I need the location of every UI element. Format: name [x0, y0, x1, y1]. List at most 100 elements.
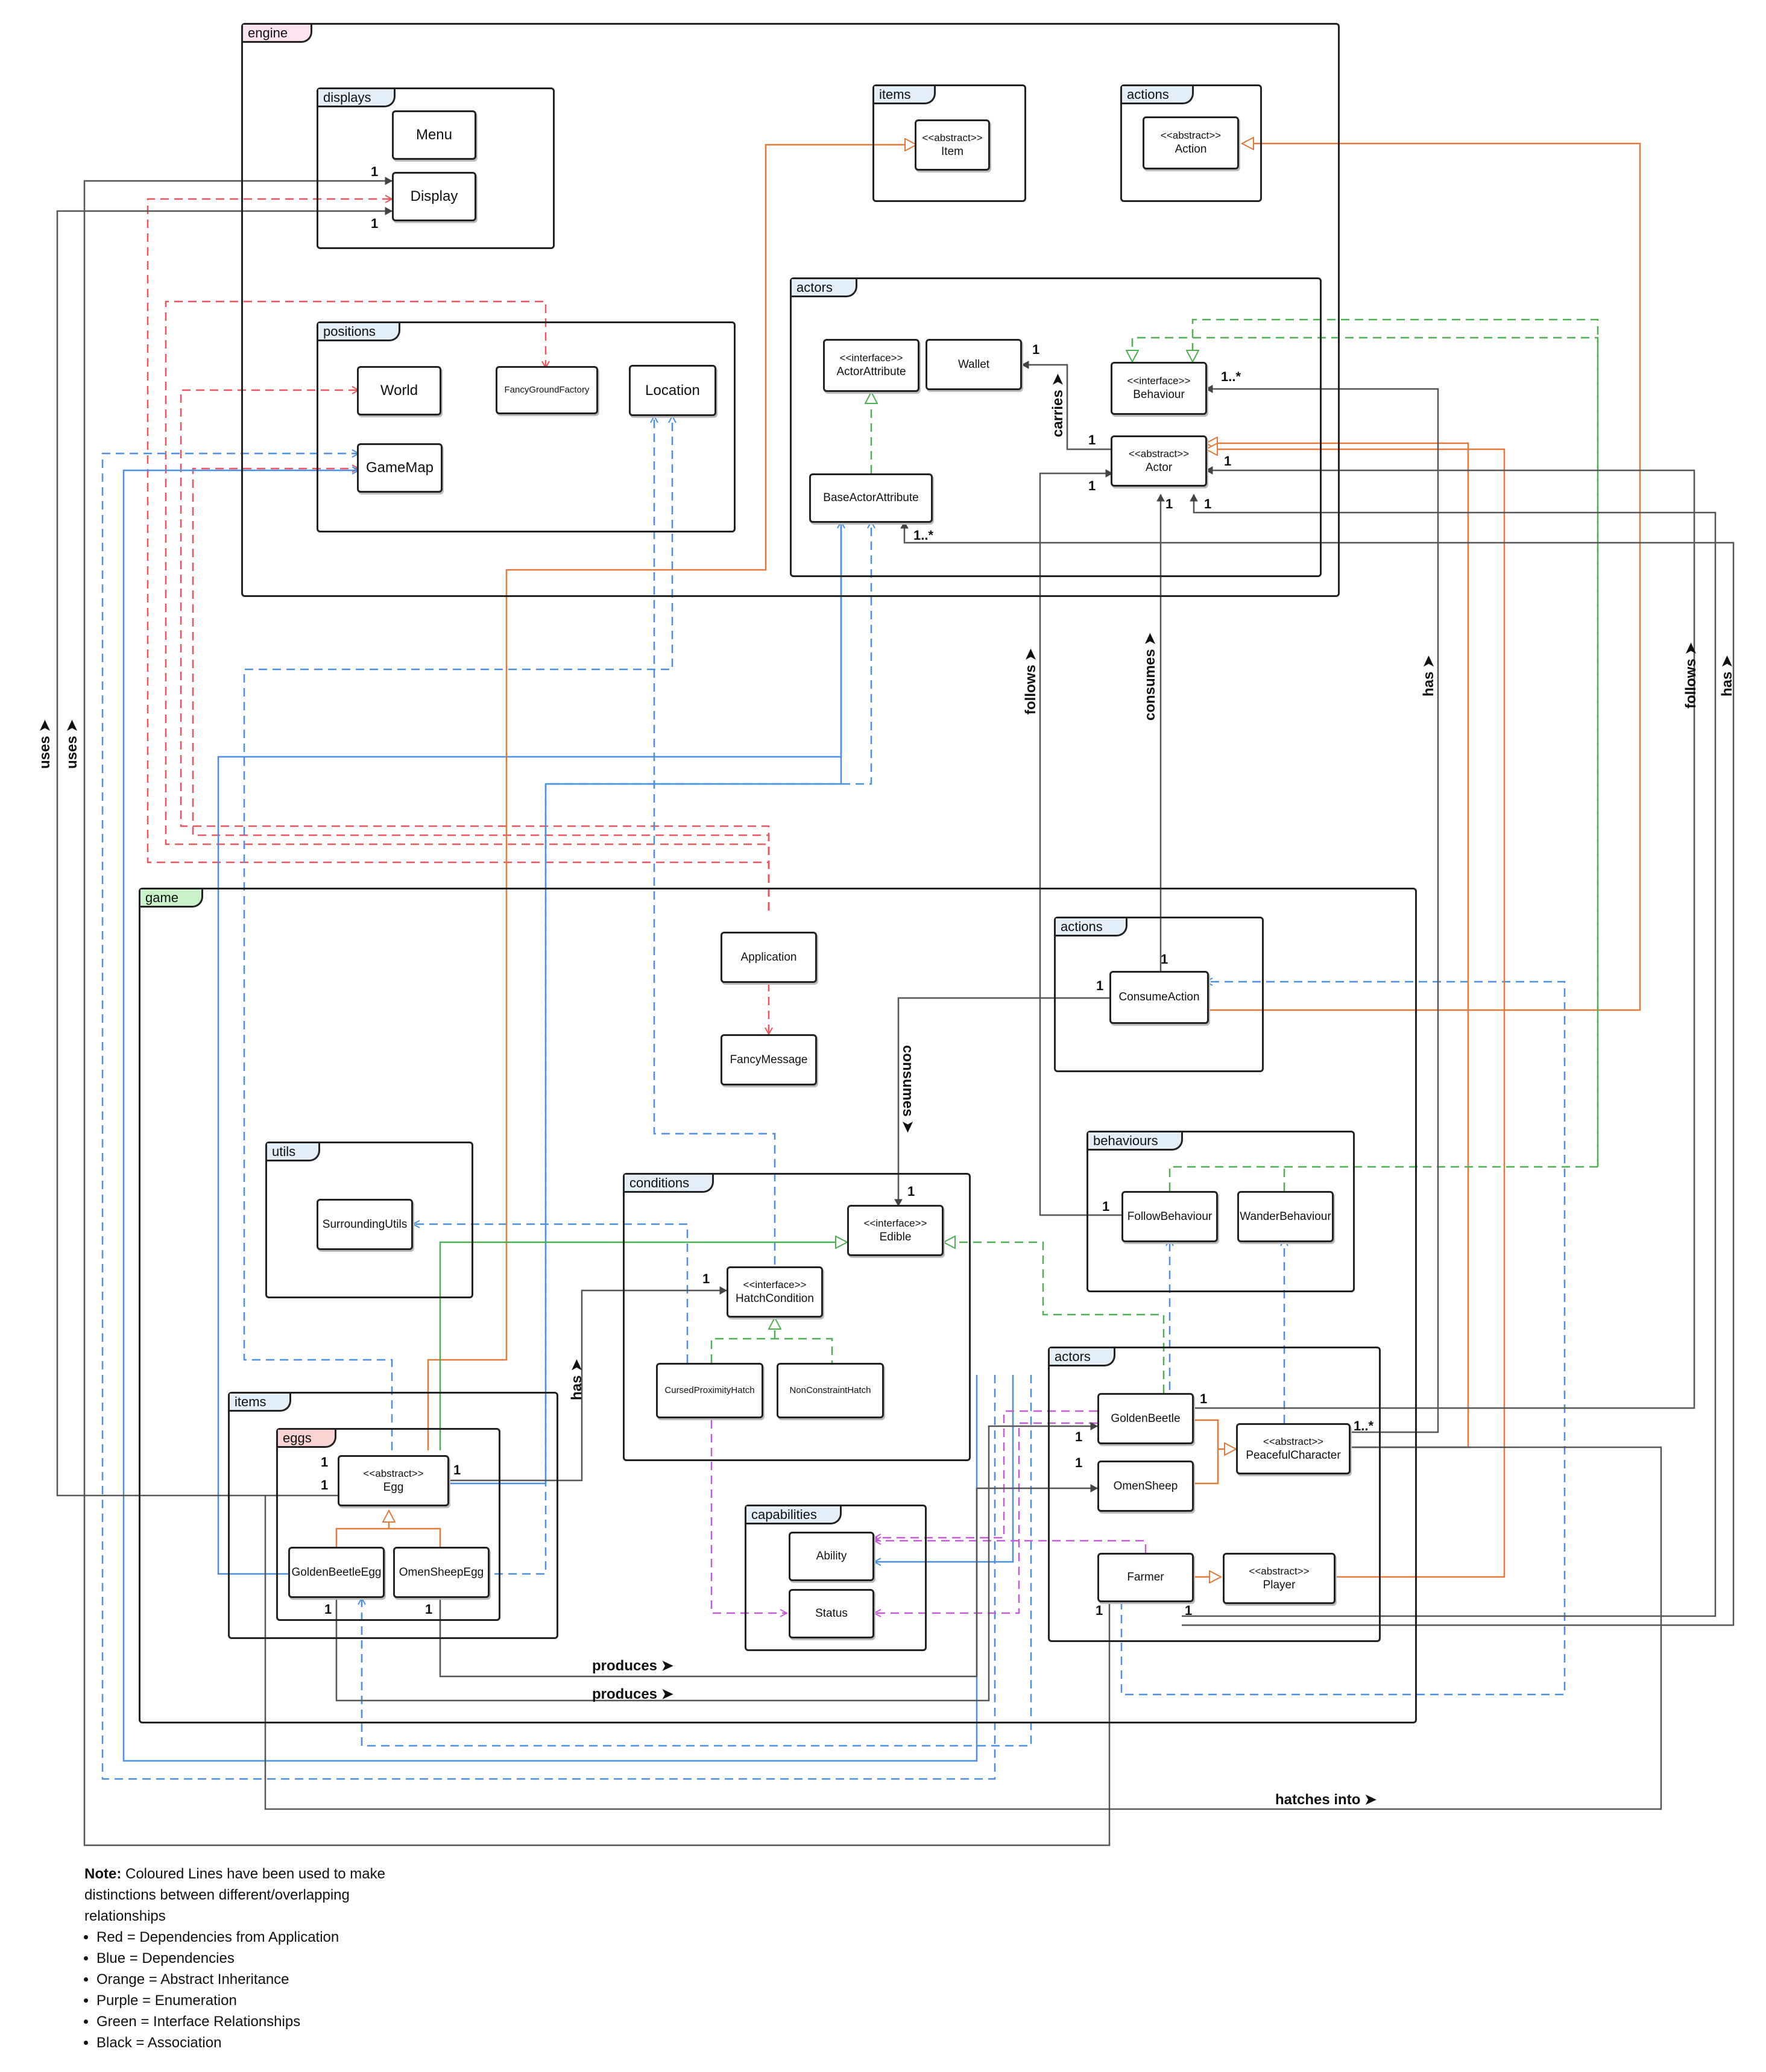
- class-non-constraint-hatch[interactable]: NonConstraintHatch: [777, 1363, 884, 1418]
- assoc-omenegg-produces: [439, 1484, 1099, 1678]
- label-hatches-into: hatches into ➤: [1275, 1792, 1377, 1808]
- class-location[interactable]: Location: [629, 365, 716, 416]
- class-follow-behaviour[interactable]: FollowBehaviour: [1121, 1191, 1218, 1242]
- label-consumes-2: consumes ➤: [900, 1045, 916, 1133]
- class-base-actor-attribute-name: BaseActorAttribute: [823, 491, 919, 504]
- class-peaceful-character[interactable]: <<abstract>> PeacefulCharacter: [1236, 1423, 1351, 1474]
- class-item-stereotype: <<abstract>>: [922, 131, 983, 144]
- legend-note-heading: Note:: [84, 1866, 122, 1882]
- label-has-1: has ➤: [1421, 655, 1437, 696]
- package-conditions: conditions: [623, 1173, 971, 1461]
- class-wallet[interactable]: Wallet: [926, 339, 1022, 390]
- class-edible[interactable]: <<interface>> Edible: [847, 1205, 944, 1256]
- mult-actor-left-bottom: 1: [1088, 478, 1096, 493]
- package-engine-tab: engine: [243, 25, 313, 43]
- mult-base-actor-attribute: 1..*: [913, 528, 934, 543]
- label-produces-1: produces ➤: [592, 1658, 673, 1674]
- package-game-tab: game: [140, 889, 204, 908]
- dep-omenegg-baseattr: [494, 522, 871, 1575]
- class-player-name: Player: [1263, 1578, 1296, 1591]
- label-carries: carries ➤: [1050, 373, 1066, 437]
- mult-golden-beetle-left: 1: [1075, 1429, 1083, 1444]
- legend-item-green: Green = Interface Relationships: [96, 2011, 398, 2032]
- package-conditions-tab: conditions: [625, 1175, 714, 1193]
- label-produces-2: produces ➤: [592, 1686, 673, 1702]
- class-display[interactable]: Display: [392, 172, 476, 221]
- dep-app-fancyground: [165, 300, 770, 911]
- class-cursed-proximity-hatch[interactable]: CursedProximityHatch: [656, 1363, 763, 1418]
- inh-player-actor: [1206, 449, 1506, 1578]
- dep-goldenegg-produces: [362, 1375, 1032, 1747]
- class-action-stereotype: <<abstract>>: [1160, 130, 1222, 141]
- legend-note-text: Note: Coloured Lines have been used to m…: [84, 1863, 398, 1927]
- class-edible-name: Edible: [879, 1230, 912, 1243]
- class-actor-attribute-stereotype: <<interface>>: [839, 352, 903, 364]
- class-omen-sheep[interactable]: OmenSheep: [1097, 1461, 1194, 1512]
- enum-omensheep-status: [874, 1422, 1097, 1613]
- package-positions-tab: positions: [318, 323, 400, 341]
- class-status[interactable]: Status: [789, 1589, 874, 1638]
- assoc-consume-edible: [894, 997, 1109, 1207]
- legend-list: Red = Dependencies from Application Blue…: [84, 1927, 398, 2053]
- dep-actors-ability: [874, 1375, 1014, 1562]
- legend-item-blue: Blue = Dependencies: [96, 1948, 398, 1969]
- package-items: items: [872, 84, 1026, 202]
- mult-farmer-left: 1: [1096, 1603, 1103, 1618]
- class-actor-attribute[interactable]: <<interface>> ActorAttribute: [823, 339, 919, 392]
- class-fancy-ground-factory[interactable]: FancyGroundFactory: [496, 366, 598, 414]
- class-world[interactable]: World: [357, 366, 441, 415]
- class-menu[interactable]: Menu: [392, 110, 476, 160]
- class-golden-beetle-egg[interactable]: GoldenBeetleEgg: [288, 1547, 385, 1598]
- class-follow-behaviour-name: FollowBehaviour: [1127, 1210, 1213, 1223]
- class-actor[interactable]: <<abstract>> Actor: [1111, 435, 1207, 487]
- package-game-actions: actions: [1054, 917, 1264, 1072]
- class-wander-behaviour[interactable]: WanderBehaviour: [1237, 1191, 1334, 1242]
- class-wallet-name: Wallet: [957, 358, 990, 371]
- class-golden-beetle[interactable]: GoldenBeetle: [1097, 1393, 1194, 1444]
- class-actor-attribute-name: ActorAttribute: [836, 365, 906, 378]
- inh-omensheep-peaceful: [1182, 1449, 1219, 1485]
- class-consume-action[interactable]: ConsumeAction: [1109, 971, 1209, 1024]
- package-engine: engine: [241, 23, 1340, 597]
- package-game-items: items: [228, 1392, 558, 1639]
- package-items-tab: items: [874, 86, 936, 104]
- assoc-farmer-actor: [1182, 493, 1717, 1617]
- class-world-name: World: [380, 382, 418, 399]
- mult-follow: 1: [1102, 1199, 1110, 1214]
- assoc-peaceful-behaviour: [1205, 385, 1439, 1433]
- class-application[interactable]: Application: [721, 932, 817, 983]
- package-engine-actors: actors: [790, 277, 1322, 577]
- class-base-actor-attribute[interactable]: BaseActorAttribute: [809, 473, 933, 523]
- class-fancy-message[interactable]: FancyMessage: [721, 1034, 817, 1085]
- legend-note-body: Coloured Lines have been used to make di…: [84, 1866, 385, 1924]
- mult-wallet: 1: [1032, 342, 1040, 357]
- class-cursed-proximity-hatch-name: CursedProximityHatch: [664, 1385, 755, 1395]
- class-hatch-condition[interactable]: <<interface>> HatchCondition: [727, 1266, 823, 1318]
- assoc-follow-actor: [1039, 469, 1121, 1216]
- mult-omen-egg: 1: [425, 1602, 433, 1617]
- class-item[interactable]: <<abstract>> Item: [915, 119, 990, 171]
- class-behaviour[interactable]: <<interface>> Behaviour: [1111, 362, 1207, 415]
- class-golden-beetle-egg-name: GoldenBeetleEgg: [291, 1565, 382, 1579]
- class-action[interactable]: <<abstract>> Action: [1143, 116, 1239, 169]
- class-player[interactable]: <<abstract>> Player: [1223, 1553, 1336, 1604]
- class-omen-sheep-egg[interactable]: OmenSheepEgg: [393, 1547, 490, 1598]
- class-egg[interactable]: <<abstract>> Egg: [338, 1455, 449, 1506]
- inh-goldenbeetle-peaceful: [1182, 1419, 1236, 1449]
- legend-item-black: Black = Association: [96, 2032, 398, 2053]
- dep-app-gamemap: [192, 469, 770, 911]
- class-golden-beetle-name: GoldenBeetle: [1111, 1412, 1181, 1425]
- mult-golden-egg: 1: [324, 1602, 332, 1617]
- legend-item-red: Red = Dependencies from Application: [96, 1927, 398, 1948]
- class-status-name: Status: [815, 1607, 848, 1620]
- class-farmer[interactable]: Farmer: [1097, 1553, 1194, 1602]
- class-farmer-name: Farmer: [1127, 1571, 1164, 1584]
- class-peaceful-character-stereotype: <<abstract>>: [1263, 1435, 1324, 1447]
- assoc-egg-hatches: [264, 1446, 1662, 1810]
- class-ability[interactable]: Ability: [789, 1532, 874, 1581]
- class-surrounding-utils[interactable]: SurroundingUtils: [317, 1199, 413, 1250]
- class-gamemap[interactable]: GameMap: [357, 443, 443, 493]
- package-behaviours-tab: behaviours: [1088, 1132, 1183, 1151]
- class-wander-behaviour-name: WanderBehaviour: [1240, 1210, 1331, 1223]
